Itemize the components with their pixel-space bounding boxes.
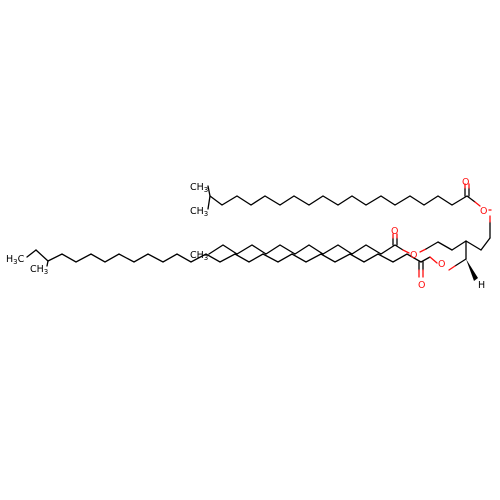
chain-bottom-backbone — [47, 253, 422, 263]
chain-top-backbone — [209, 195, 468, 206]
ester3-o-bond — [448, 265, 456, 271]
glycerol-bond-3 — [465, 240, 482, 251]
ester2-o-bond — [402, 249, 410, 254]
glycerol-bond-4 — [480, 237, 491, 251]
stereo-wedge — [466, 259, 478, 281]
glycerol-backbone — [437, 215, 491, 281]
oxygen-ester-2: O — [410, 250, 417, 261]
h3c-label-bottom: H3C — [6, 254, 25, 266]
glycerol-bond-1 — [437, 241, 453, 251]
chain-bottom-methyl-bond — [46, 260, 49, 267]
chain-top — [207, 183, 492, 211]
ch3-label-top-a: CH3 — [190, 182, 208, 194]
chain-bottom — [26, 249, 438, 278]
ester3-c-bond — [420, 256, 431, 263]
ch3-label-top-b: CH3 — [190, 206, 208, 218]
atom-labels: CH3 CH3 CH3 H3C CH3 O O O O O O H — [6, 177, 487, 291]
chain-top-ch3-upper-bond — [207, 185, 211, 197]
ch3-label-bottom: CH3 — [30, 264, 48, 276]
ester2-ch2-bond — [425, 241, 439, 250]
ester2-bond — [394, 244, 404, 251]
ester3-bond — [454, 258, 467, 267]
chain-bottom-ethyl-bond-2 — [26, 249, 37, 258]
ch3-label-middle: CH3 — [190, 250, 208, 262]
glycerol-bond-2 — [451, 240, 467, 251]
ester1-o-bond — [474, 201, 481, 207]
oxygen-ester-1: O — [480, 206, 487, 217]
chain-bottom-ethyl-bond — [35, 249, 49, 262]
oxygen-carbonyl-2: O — [391, 226, 398, 237]
oxygen-carbonyl-1: O — [462, 177, 469, 188]
ester1-bond — [466, 195, 476, 203]
oxygen-carbonyl-3: O — [418, 280, 425, 291]
chain-middle — [208, 233, 439, 255]
ester3-o-bond-left — [429, 256, 438, 264]
chain-middle-backbone — [208, 244, 396, 255]
ester2-o-bond-right — [419, 248, 427, 253]
oxygen-ester-3: O — [438, 259, 445, 270]
chain-top-ch3-lower-bond — [207, 195, 211, 210]
hydrogen-stereo: H — [478, 280, 485, 291]
